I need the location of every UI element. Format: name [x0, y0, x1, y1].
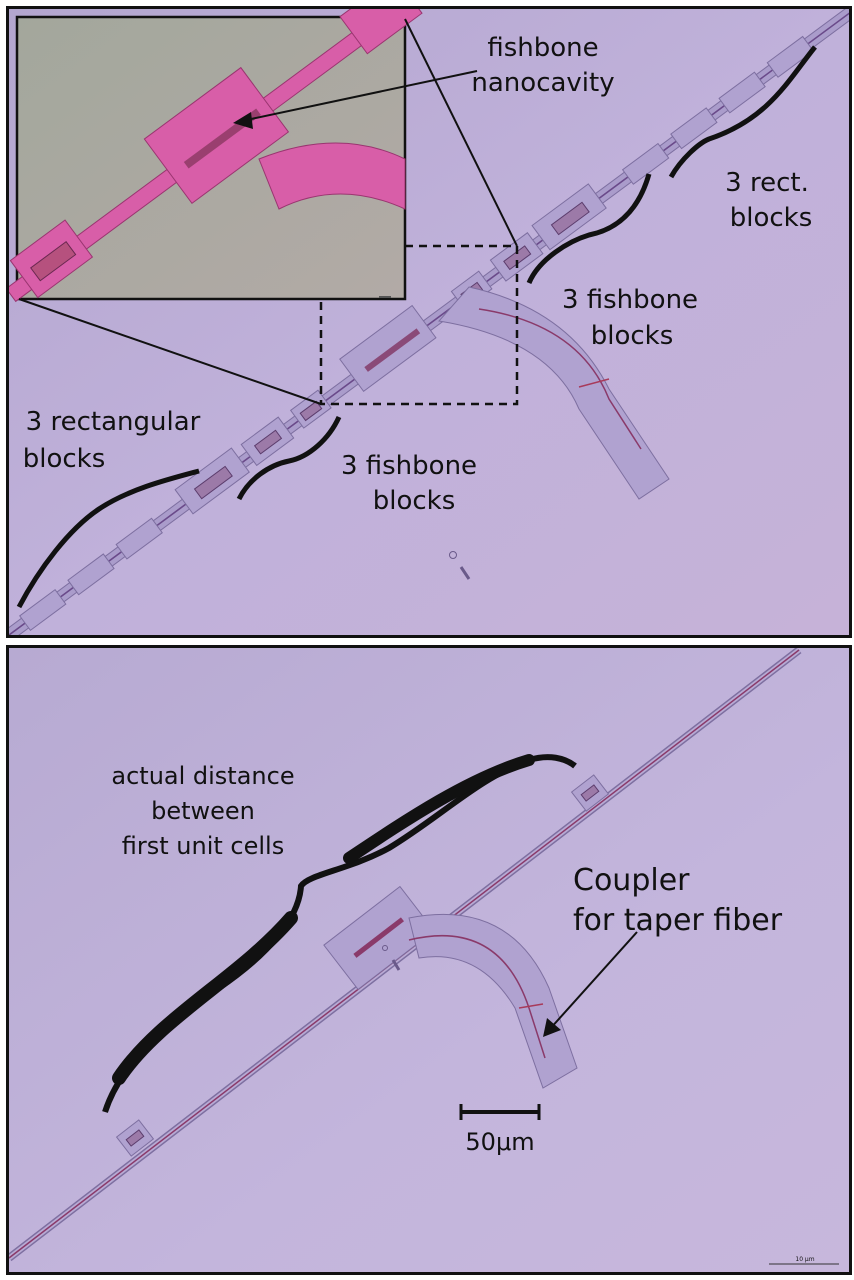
alignment-mark	[382, 945, 388, 951]
distance-brace-thick-lower	[112, 911, 298, 1085]
inset-connector-bottom	[18, 298, 322, 405]
label-fishbone-upper-line2: blocks	[591, 321, 674, 351]
rectangular-blocks-lower	[19, 517, 163, 632]
nanocavity-pad	[339, 304, 437, 392]
label-fishbone-upper-line1: 3 fishbone	[562, 285, 698, 315]
label-fishbone-lower-line1: 3 fishbone	[341, 451, 477, 481]
inset-label-line1: fishbone	[487, 33, 598, 63]
label-rect-line2: blocks	[730, 203, 813, 233]
coupler-line1: Coupler	[573, 863, 690, 898]
nanocavity-inset	[9, 9, 435, 303]
scale-bar	[459, 1104, 541, 1120]
nanocavity	[364, 328, 421, 372]
inset-label-line2: nanocavity	[471, 68, 614, 98]
substrate-background	[9, 648, 849, 1272]
label-rectangular-line1: 3 rectangular	[26, 407, 201, 437]
coupler-structure	[323, 885, 578, 1089]
distance-brace-thick-upper	[343, 754, 535, 864]
unit-cell-lower	[115, 1119, 155, 1157]
waveguide-array	[9, 9, 849, 635]
label-fishbone-lower-line2: blocks	[373, 486, 456, 516]
top-micrograph: fishbone nanocavity 3 rect. blocks 3 fis…	[9, 9, 849, 635]
inset-scale-mark	[379, 296, 391, 298]
distance-line3: first unit cells	[122, 832, 284, 860]
zoom-region-box	[319, 244, 519, 406]
bottom-micrograph-panel: 50μm 10 μm actual distance between first…	[6, 645, 852, 1275]
unit-cell-upper	[570, 774, 610, 812]
brace-rect-lower	[16, 468, 200, 609]
brace-fishbone-upper	[526, 173, 652, 285]
fishbone-blocks-lower	[174, 389, 332, 515]
corner-scale-label: 10 μm	[795, 1256, 814, 1263]
brace-fishbone-lower	[236, 415, 342, 501]
brace-rect-upper	[668, 45, 817, 179]
distance-line2: between	[151, 797, 255, 825]
coupler-arrowhead	[543, 1018, 561, 1037]
top-micrograph-panel: fishbone nanocavity 3 rect. blocks 3 fis…	[6, 6, 852, 638]
label-rectangular-line2: blocks	[23, 444, 106, 474]
coupler-arm	[438, 286, 670, 500]
alignment-mark	[449, 551, 457, 559]
coupler-arrow	[548, 931, 638, 1031]
nanocavity-arrowhead	[233, 112, 253, 129]
bottom-micrograph: 50μm 10 μm actual distance between first…	[9, 648, 849, 1272]
inset-connector-top	[404, 18, 518, 247]
label-rect-line1: 3 rect.	[725, 168, 809, 198]
scalebar-label: 50μm	[465, 1128, 534, 1156]
nanocavity-arrow	[236, 70, 478, 123]
alignment-mark-bar	[391, 959, 401, 971]
rectangular-blocks-upper	[621, 35, 815, 185]
alignment-mark-bar	[459, 566, 471, 580]
coupler-line2: for taper fiber	[573, 903, 783, 938]
distance-line1: actual distance	[111, 762, 294, 790]
